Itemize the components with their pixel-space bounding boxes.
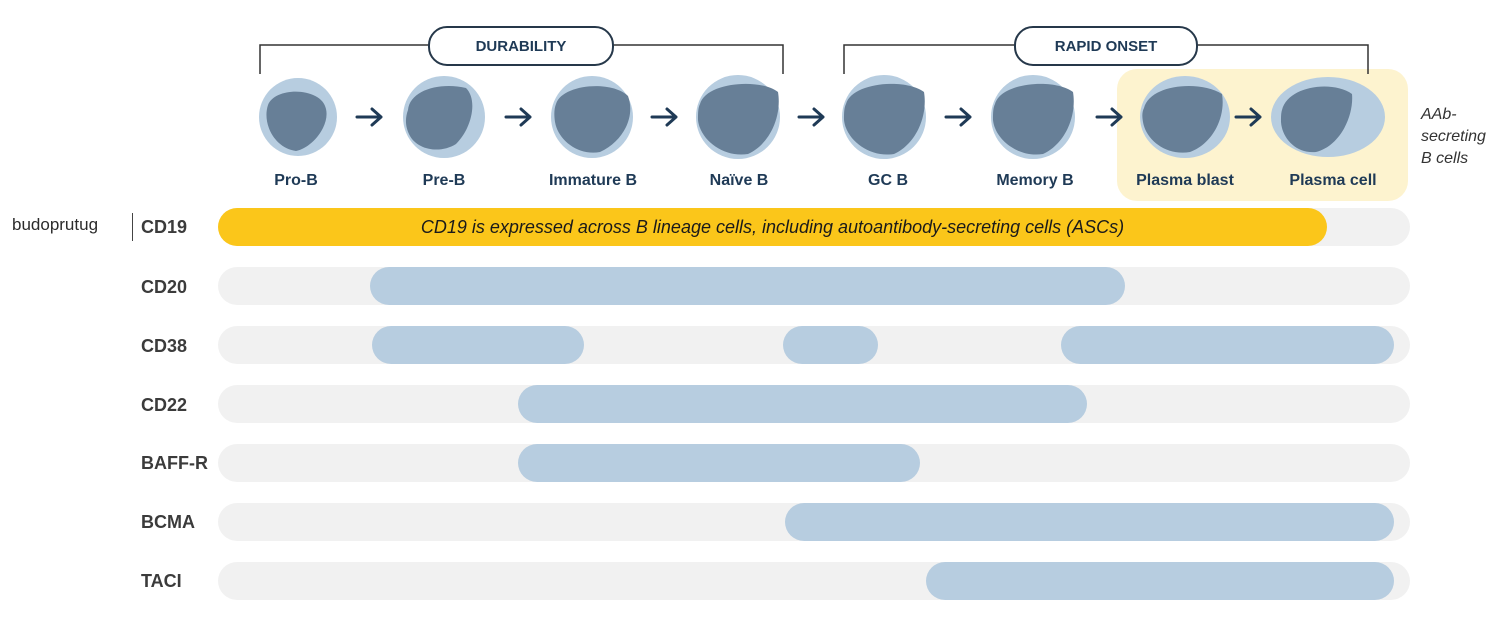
expression-bar-cd38 (783, 326, 878, 364)
marker-label-taci: TACI (141, 571, 182, 591)
marker-label-cd19: CD19 (141, 217, 188, 237)
expression-bar-cd38 (1061, 326, 1394, 364)
expression-bar-cd20 (370, 267, 1125, 305)
drug-divider (132, 213, 133, 241)
expression-bar-cd38 (372, 326, 584, 364)
stage-label-plasma-blast: Plasma blast (1136, 172, 1234, 189)
marker-label-cd20: CD20 (141, 277, 188, 297)
stage-label-gc-b: GC B (868, 172, 908, 189)
cell-pro-b (259, 78, 337, 156)
durability-label: DURABILITY (428, 26, 614, 66)
expression-bar-baff-r (518, 444, 920, 482)
cell-memory-b (991, 75, 1075, 159)
cell-gc-b (842, 75, 926, 159)
marker-label-bcma: BCMA (141, 512, 195, 532)
marker-label-baff-r: BAFF-R (141, 453, 208, 473)
cell-naive-b (696, 75, 780, 159)
stage-label-memory-b: Memory B (996, 172, 1074, 189)
marker-label-cd22: CD22 (141, 395, 188, 415)
cell-pre-b (403, 76, 485, 158)
stage-label-pre-b: Pre-B (422, 172, 466, 189)
track-cd19: CD19 is expressed across B lineage cells… (218, 208, 1410, 246)
track-baff-r (218, 444, 1410, 482)
expression-bar-cd19: CD19 is expressed across B lineage cells… (218, 208, 1327, 246)
stage-label-plasma-cell: Plasma cell (1289, 172, 1377, 189)
expression-bar-bcma (785, 503, 1394, 541)
marker-label-cd38: CD38 (141, 336, 188, 356)
cell-immature-b (551, 76, 633, 158)
expression-bar-taci (926, 562, 1394, 600)
stage-label-naive-b: Naïve B (709, 172, 769, 189)
stage-label-immature-b: Immature B (548, 172, 638, 189)
track-cd20 (218, 267, 1410, 305)
drug-label: budoprutug (12, 215, 99, 234)
rapid-onset-label: RAPID ONSET (1014, 26, 1198, 66)
track-taci (218, 562, 1410, 600)
arrow-icon (355, 107, 1262, 127)
expression-bar-cd22 (518, 385, 1087, 423)
track-cd22 (218, 385, 1410, 423)
cell-plasma-blast (1140, 76, 1230, 158)
track-bcma (218, 503, 1410, 541)
cell-plasma-cell (1271, 77, 1385, 157)
aab-secreting-note: AAb-secreting B cells (1421, 106, 1486, 167)
stage-label-pro-b: Pro-B (274, 172, 318, 189)
track-cd38 (218, 326, 1410, 364)
